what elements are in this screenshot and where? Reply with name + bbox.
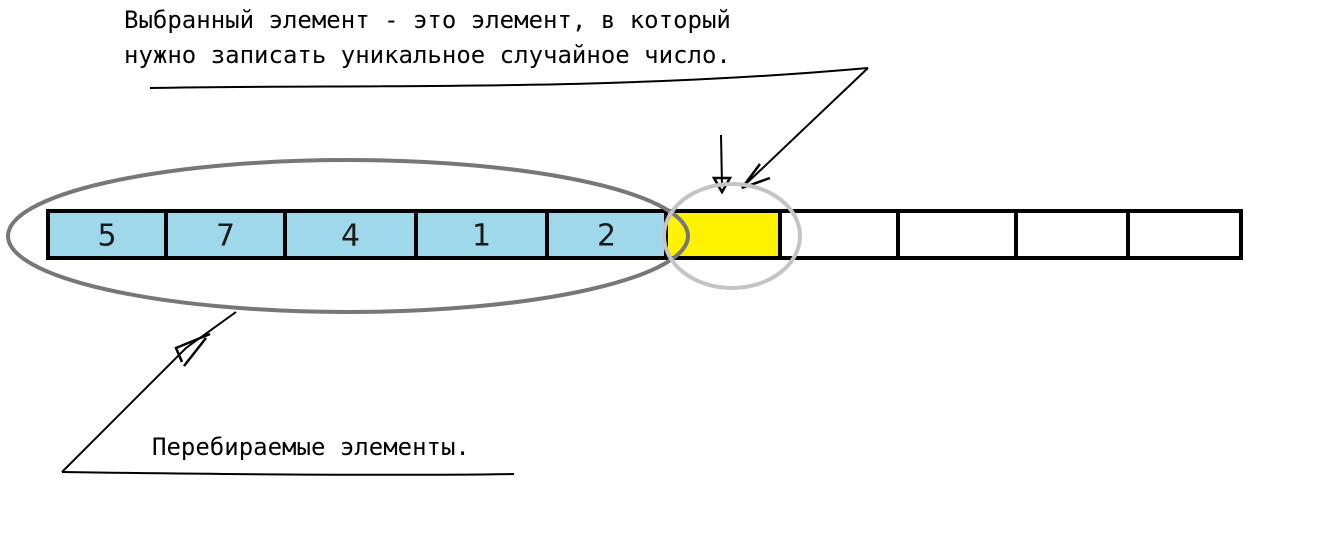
arrow-to-iterated-line	[61, 311, 237, 473]
arrow-to-iterated-head	[174, 332, 211, 367]
array-cell-4	[414, 209, 549, 260]
array-cells: 5 7 4 1 2	[46, 209, 1243, 260]
array-cell-1	[46, 209, 168, 260]
top-caption-underline	[149, 67, 869, 89]
pointer-arrow-line	[720, 134, 723, 186]
selected-element-caption-line-1: Выбранный элемент - это элемент, в котор…	[124, 6, 731, 34]
array-cell-9	[1014, 209, 1130, 260]
array-cell-value-2: 7	[216, 219, 235, 254]
array-cell-value-3: 4	[341, 219, 360, 254]
bottom-caption-underline	[61, 471, 515, 476]
iterated-elements-ellipse	[6, 158, 690, 314]
iterated-elements-caption: Перебираемые элементы.	[152, 433, 470, 461]
array-cell-8	[896, 209, 1018, 260]
array-cell-6	[664, 209, 782, 260]
array-cell-10	[1126, 209, 1243, 260]
arrow-to-selected-line	[747, 67, 869, 183]
selected-element-caption-line-2: нужно записать уникальное случайное числ…	[124, 41, 731, 69]
array-cell-value-5: 2	[597, 219, 616, 254]
array-cell-value-4: 1	[472, 219, 491, 254]
array-cell-value-1: 5	[97, 219, 116, 254]
selected-element-circle	[662, 182, 802, 290]
array-cell-5	[545, 209, 668, 260]
